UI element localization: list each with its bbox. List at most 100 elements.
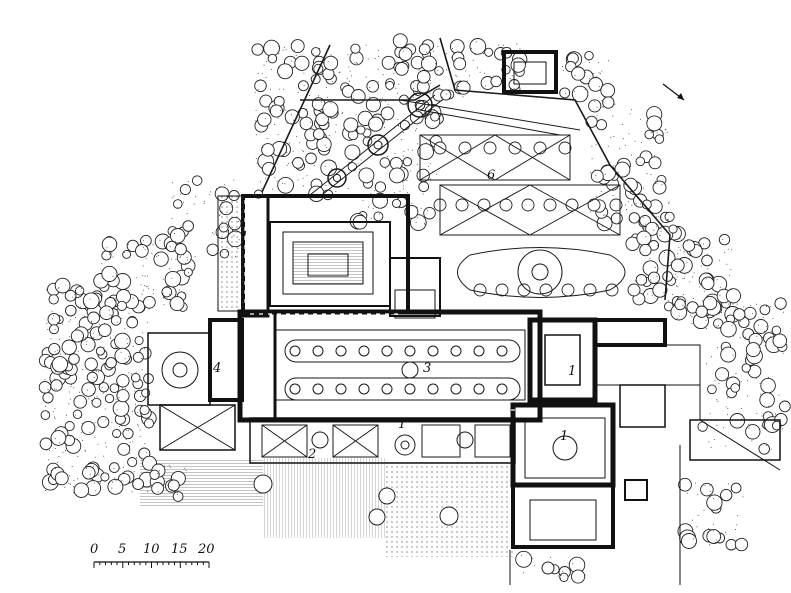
tree-icon — [473, 383, 485, 395]
stipple-dot — [534, 565, 535, 567]
stipple-dot — [51, 318, 53, 320]
stipple-dot — [660, 230, 662, 232]
tree-icon — [521, 198, 535, 212]
stipple-dot — [761, 425, 763, 427]
stipple-dot — [654, 180, 656, 182]
stipple-dot — [93, 482, 95, 484]
stipple-dot — [124, 252, 125, 254]
stipple-dot — [120, 351, 122, 353]
stipple-dot — [49, 449, 50, 451]
stipple-dot — [86, 344, 88, 346]
stipple-dot — [177, 207, 179, 209]
stipple-dot — [354, 62, 356, 64]
tree-icon — [701, 254, 713, 267]
stipple-dot — [781, 428, 783, 430]
stipple-dot — [750, 305, 751, 307]
stipple-dot — [735, 529, 736, 530]
stipple-dot — [184, 467, 186, 469]
stipple-dot — [474, 54, 476, 56]
tree-icon — [86, 371, 98, 383]
stipple-dot — [142, 265, 144, 267]
label-1-court: 1 — [560, 429, 568, 444]
stipple-dot — [601, 100, 603, 102]
stipple-dot — [371, 217, 373, 219]
stipple-dot — [509, 78, 511, 80]
stipple-dot — [709, 413, 711, 415]
stipple-dot — [347, 188, 349, 189]
tree-icon — [734, 537, 749, 552]
stipple-dot — [427, 70, 429, 72]
stipple-dot — [301, 150, 303, 152]
stipple-dot — [115, 398, 117, 400]
stipple-dot — [689, 281, 691, 283]
stipple-dot — [328, 134, 330, 136]
stipple-dot — [588, 78, 590, 80]
stipple-dot — [113, 468, 115, 469]
stipple-dot — [129, 452, 131, 454]
stipple-dot — [122, 466, 124, 468]
stipple-dot — [434, 109, 435, 110]
stipple-dot — [109, 336, 111, 338]
stipple-dot — [465, 81, 467, 83]
stipple-dot — [722, 239, 724, 240]
stipple-dot — [400, 201, 401, 203]
stipple-dot — [142, 332, 144, 334]
stipple-dot — [655, 183, 657, 184]
stipple-dot — [269, 88, 271, 90]
stipple-dot — [117, 312, 119, 314]
stipple-dot — [740, 380, 742, 382]
tree-icon — [82, 292, 100, 310]
tree-icon — [758, 443, 770, 455]
stipple-dot — [605, 214, 607, 216]
tree-icon — [700, 482, 714, 497]
tree-icon — [172, 491, 184, 502]
stipple-dot — [292, 150, 294, 152]
stipple-dot — [277, 134, 279, 136]
stipple-dot — [695, 543, 696, 545]
stipple-dot — [757, 324, 759, 326]
stipple-dot — [485, 85, 486, 87]
stipple-dot — [272, 105, 274, 107]
stipple-dot — [286, 164, 288, 166]
stipple-dot — [614, 103, 616, 105]
stipple-dot — [420, 207, 422, 209]
tree-icon — [64, 289, 77, 302]
stipple-dot — [374, 138, 376, 140]
stipple-dot — [418, 69, 420, 71]
stipple-dot — [156, 256, 158, 258]
stipple-dot — [128, 429, 130, 431]
stipple-dot — [498, 44, 500, 46]
stipple-dot — [374, 58, 376, 59]
tree-icon — [558, 141, 572, 155]
stipple-dot — [182, 254, 184, 256]
tree-icon — [495, 283, 509, 297]
stipple-dot — [278, 74, 280, 76]
stipple-dot — [736, 303, 738, 305]
stipple-dot — [134, 390, 136, 392]
tree-icon — [335, 345, 347, 357]
stipple-dot — [335, 124, 337, 126]
tree-icon — [453, 57, 467, 71]
stipple-dot — [91, 399, 92, 401]
stipple-dot — [668, 201, 670, 203]
stipple-dot — [658, 280, 660, 282]
stipple-dot — [46, 322, 48, 324]
stipple-dot — [626, 209, 627, 210]
stipple-dot — [132, 441, 134, 443]
stipple-dot — [631, 109, 632, 111]
stipple-dot — [78, 391, 80, 393]
stipple-dot — [694, 482, 696, 484]
stipple-dot — [98, 371, 99, 373]
stipple-dot — [278, 46, 279, 48]
stipple-dot — [602, 101, 604, 102]
stipple-dot — [152, 244, 154, 246]
stipple-dot — [653, 155, 655, 156]
stipple-dot — [640, 142, 642, 144]
stipple-dot — [355, 114, 357, 116]
stipple-dot — [668, 202, 670, 204]
stipple-dot — [348, 66, 350, 68]
stipple-dot — [168, 464, 170, 466]
stipple-dot — [73, 294, 75, 296]
tree-icon — [100, 472, 110, 482]
stipple-dot — [84, 315, 86, 317]
